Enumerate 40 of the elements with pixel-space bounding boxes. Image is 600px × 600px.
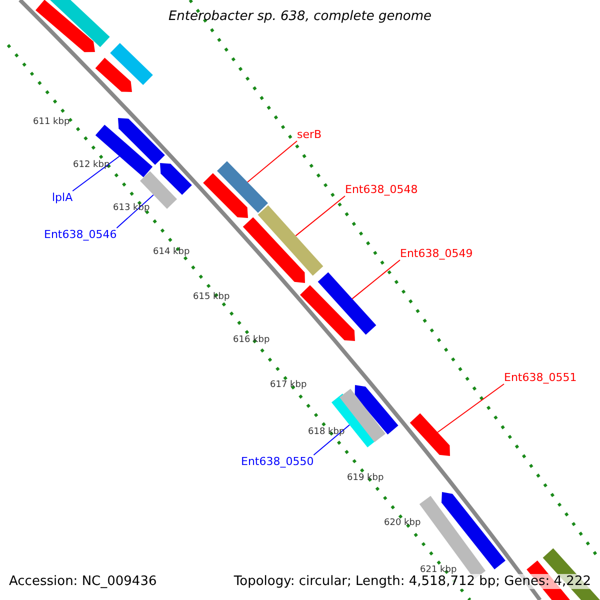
pointed-gene-bar xyxy=(203,173,248,218)
genome-stats-text: Topology: circular; Length: 4,518,712 bp; Genes: 4,222 xyxy=(234,574,591,589)
pointed-gene-bar xyxy=(410,413,450,456)
pointed-gene-bar xyxy=(118,118,165,165)
title: Enterobacter sp. 638, complete genome xyxy=(167,9,433,24)
pointed-gene-bar xyxy=(160,163,192,195)
gene-bar xyxy=(217,161,268,213)
pointed-gene-bar xyxy=(242,217,305,283)
tick-label: 614 kbp xyxy=(153,247,190,257)
leader-line xyxy=(313,424,350,456)
leader-line xyxy=(352,260,400,300)
tick-label: 619 kbp xyxy=(347,473,384,483)
gene-label: Ent638_0549 xyxy=(400,247,473,260)
gene-label: Ent638_0551 xyxy=(504,371,577,384)
tick-label: 615 kbp xyxy=(193,292,230,302)
pointed-gene-bar xyxy=(95,58,132,92)
gene-label: Ent638_0546 xyxy=(44,228,117,241)
pointed-gene-bar xyxy=(36,0,95,52)
leader-line xyxy=(437,384,504,433)
tick-label: 617 kbp xyxy=(270,380,307,390)
tick-label: 616 kbp xyxy=(233,335,270,345)
leader-line xyxy=(295,196,346,236)
gene-bar xyxy=(258,205,324,276)
gene-label: Ent638_0548 xyxy=(345,183,418,196)
leader-line xyxy=(116,194,154,228)
gene-bar xyxy=(95,124,153,178)
gene-bar xyxy=(50,0,110,48)
pointed-gene-bar xyxy=(354,385,398,434)
gene-label: serB xyxy=(297,128,322,141)
leader-line xyxy=(247,140,298,183)
tick-label: 620 kbp xyxy=(384,518,421,528)
gene-bar xyxy=(110,43,153,85)
leader-line xyxy=(72,156,120,192)
tick-label: 611 kbp xyxy=(33,117,70,127)
accession-text: Accession: NC_009436 xyxy=(9,574,157,589)
gene-label: Ent638_0550 xyxy=(241,455,314,468)
pointed-gene-bar xyxy=(300,285,355,341)
gene-label: lplA xyxy=(52,191,73,204)
gene-bar xyxy=(318,272,376,335)
tick-label: 621 kbp xyxy=(420,565,457,575)
